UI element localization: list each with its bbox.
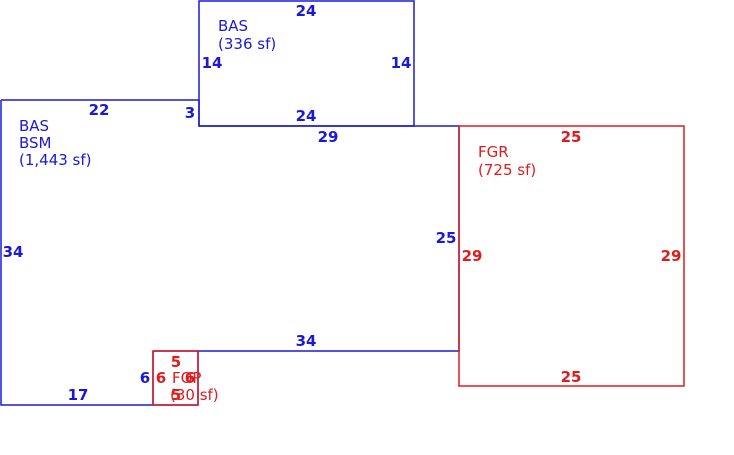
upper-bas-dim-bottom: 24 [296,107,317,125]
garage-dim-top: 25 [561,128,582,146]
main-bsm-code: BSM [19,134,52,152]
main-dim-left: 34 [3,243,24,261]
porch-dim-right: 6 [185,369,195,387]
upper-bas-code: BAS [218,17,248,35]
main-bas-outline [0,99,460,406]
garage-outline [458,125,685,387]
garage-code: FGR [478,143,509,161]
porch-area: (30 sf) [170,386,219,404]
main-dim-right: 25 [436,229,457,247]
porch-code: FOP [172,369,201,387]
main-dim-bottom-right: 34 [296,332,317,350]
main-dim-bottom-left: 17 [68,386,89,404]
upper-bas-outline [198,0,415,127]
main-dim-top-mid: 29 [318,128,339,146]
garage-dim-right: 29 [661,247,682,265]
porch-dim-bottom: 5 [171,386,181,404]
porch-dim-top: 5 [171,353,181,371]
main-bas-code: BAS [19,117,49,135]
porch-outline [152,350,199,406]
upper-bas-dim-top: 24 [296,2,317,20]
main-dim-top-left: 22 [89,101,110,119]
main-dim-step: 3 [185,104,195,122]
upper-bas-dim-left: 14 [202,54,223,72]
garage-area: (725 sf) [478,161,536,179]
porch-dim-left: 6 [156,369,166,387]
main-dim-notch: 6 [140,369,150,387]
upper-bas-dim-right: 14 [391,54,412,72]
garage-dim-bottom: 25 [561,368,582,386]
main-area: (1,443 sf) [19,151,92,169]
garage-dim-left: 29 [462,247,483,265]
upper-bas-area: (336 sf) [218,35,276,53]
